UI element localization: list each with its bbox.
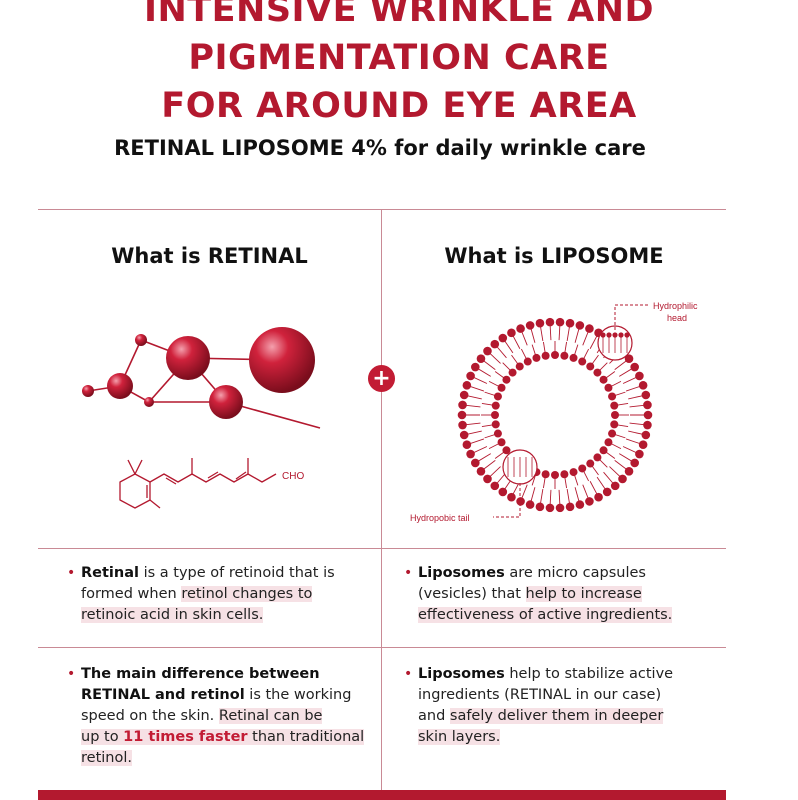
liposome-bullet-1: • Liposomes are micro capsules (vesicles)…	[404, 563, 718, 626]
divider-middle	[38, 548, 726, 549]
hydrophobic-label: Hydropobic tail	[410, 513, 470, 523]
retinal-term: Retinal	[81, 565, 139, 581]
liposome-term-2: Liposomes	[418, 666, 505, 682]
liposome-text-3: help to stabilize active	[504, 666, 674, 682]
liposome-title: What is LIPOSOME	[444, 244, 664, 268]
headline: INTENSIVE WRINKLE AND PIGMENTATION CARE …	[0, 0, 798, 130]
bullet-dot-icon: •	[404, 666, 413, 682]
difference-highlight-2: up to	[81, 729, 124, 745]
molecule-illustration	[82, 327, 321, 429]
liposome-highlight-4: skin layers.	[418, 729, 501, 745]
headline-line-2: PIGMENTATION CARE	[188, 38, 610, 78]
hydrophilic-label-1: Hydrophilic	[653, 301, 698, 311]
subtitle: RETINAL LIPOSOME 4% for daily wrinkle ca…	[114, 136, 646, 160]
divider-top	[38, 209, 726, 210]
retinal-bullet-1: • Retinal is a type of retinoid that is …	[67, 563, 371, 626]
bullet-dot-icon: •	[67, 565, 76, 581]
difference-text-2: speed on the skin.	[81, 708, 219, 724]
bullet-dot-icon: •	[67, 666, 76, 682]
difference-text-1: is the working	[244, 687, 352, 703]
retinal-highlight-1: retinol changes to	[181, 586, 313, 602]
liposome-text-4: ingredients (RETINAL in our case)	[418, 687, 662, 703]
plus-icon: +	[368, 365, 395, 392]
liposome-bullet-2: • Liposomes help to stabilize active ingr…	[404, 664, 718, 748]
headline-line-1: INTENSIVE WRINKLE AND	[143, 0, 655, 30]
difference-highlight-4: retinol.	[81, 750, 132, 766]
divider-center	[381, 209, 382, 790]
liposome-highlight-2: effectiveness of active ingredients.	[418, 607, 673, 623]
liposome-text-5: and	[418, 708, 450, 724]
eleven-times-faster: 11 times faster	[123, 729, 248, 745]
formula-cho-label: CHO	[282, 471, 304, 482]
liposome-text-2: (vesicles) that	[418, 586, 526, 602]
difference-highlight-3: than traditional	[247, 729, 365, 745]
liposome-term-1: Liposomes	[418, 565, 505, 581]
difference-term-1: The main difference between	[81, 666, 320, 682]
liposome-text-1: are micro capsules	[504, 565, 646, 581]
bullet-dot-icon: •	[404, 565, 413, 581]
liposome-highlight-1: help to increase	[525, 586, 642, 602]
retinal-highlight-2: retinoic acid in skin cells.	[81, 607, 264, 623]
retinal-text-1: is a type of retinoid that is formed whe…	[81, 565, 335, 602]
retinal-formula: CHO	[119, 458, 304, 509]
liposome-highlight-3: safely deliver them in deeper	[449, 708, 664, 724]
divider-lower	[38, 647, 726, 648]
retinal-title: What is RETINAL	[111, 244, 308, 268]
difference-term-2: RETINAL and retinol	[81, 687, 245, 703]
hydrophilic-label-2: head	[667, 313, 687, 323]
bottom-bar	[38, 790, 726, 800]
headline-line-3: FOR AROUND EYE AREA	[161, 86, 637, 126]
difference-highlight-1: Retinal can be	[218, 708, 323, 724]
liposome-illustration: Hydrophilic head Hydropobic tail	[410, 301, 698, 523]
